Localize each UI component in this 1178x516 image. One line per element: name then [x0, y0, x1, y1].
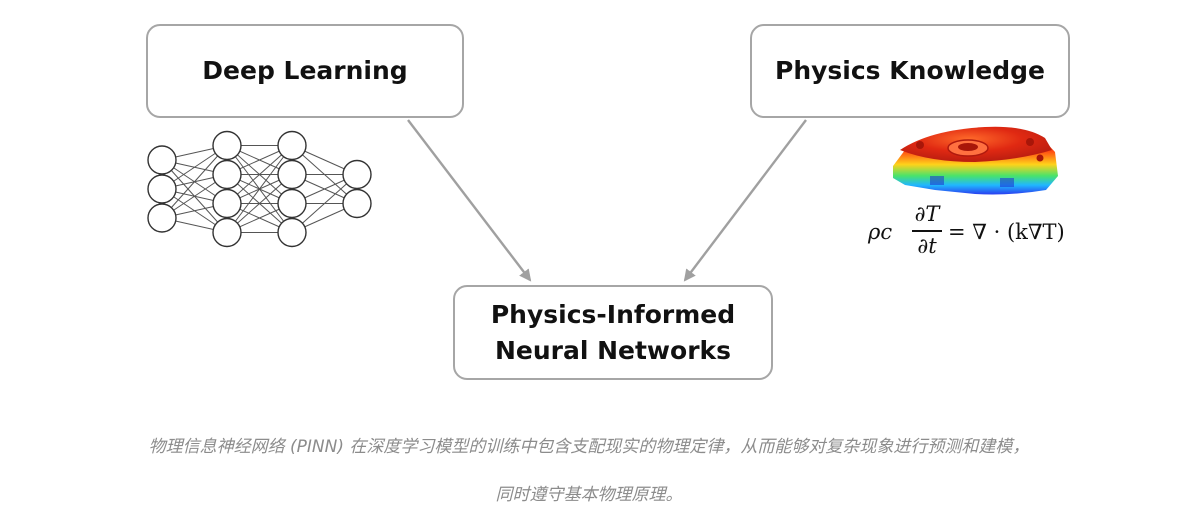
neural-network-illustration — [147, 130, 372, 248]
fraction-bar — [912, 230, 942, 232]
nn-neuron — [212, 159, 242, 190]
equation-rhs: = ∇ · (k∇T) — [948, 220, 1065, 244]
nn-neuron — [147, 203, 177, 233]
equation-fraction: ∂T ∂t — [912, 202, 942, 258]
arrow-pk-to-pinn — [683, 119, 807, 282]
nn-neuron — [277, 130, 307, 161]
nn-neuron — [277, 188, 307, 219]
equation-numerator: ∂T — [914, 202, 940, 226]
nn-neuron — [277, 217, 307, 248]
physics-knowledge-label: Physics Knowledge — [775, 56, 1045, 85]
caption-line-1: 物理信息神经网络 (PINN) 在深度学习模型的训练中包含支配现实的物理定律，从… — [148, 437, 1030, 457]
deep-learning-label: Deep Learning — [202, 56, 408, 85]
nn-connection — [161, 145, 228, 219]
caption-line-2: 同时遵守基本物理原理。 — [495, 485, 683, 505]
pinn-box: Physics-Informed Neural Networks — [453, 285, 773, 380]
nn-neuron — [277, 159, 307, 190]
nn-neuron — [147, 174, 177, 204]
equation-lhs: ρc — [868, 220, 893, 244]
nn-neuron — [212, 217, 242, 248]
pinn-label-line1: Physics-Informed — [490, 299, 736, 329]
nn-connection — [226, 145, 293, 233]
physics-knowledge-box: Physics Knowledge — [750, 24, 1070, 118]
pinn-label-line2: Neural Networks — [494, 335, 732, 365]
nn-neuron — [342, 188, 372, 219]
nn-neuron — [342, 159, 372, 190]
nn-neuron — [147, 145, 177, 175]
arrow-dl-to-pinn — [407, 119, 532, 282]
equation-denominator: ∂t — [917, 234, 937, 258]
nn-neuron — [212, 188, 242, 219]
thermal-model-illustration — [893, 126, 1058, 195]
deep-learning-box: Deep Learning — [146, 24, 464, 118]
heat-equation: ρc ∂T ∂t = ∇ · (k∇T) — [868, 202, 1098, 264]
nn-neuron — [212, 130, 242, 161]
